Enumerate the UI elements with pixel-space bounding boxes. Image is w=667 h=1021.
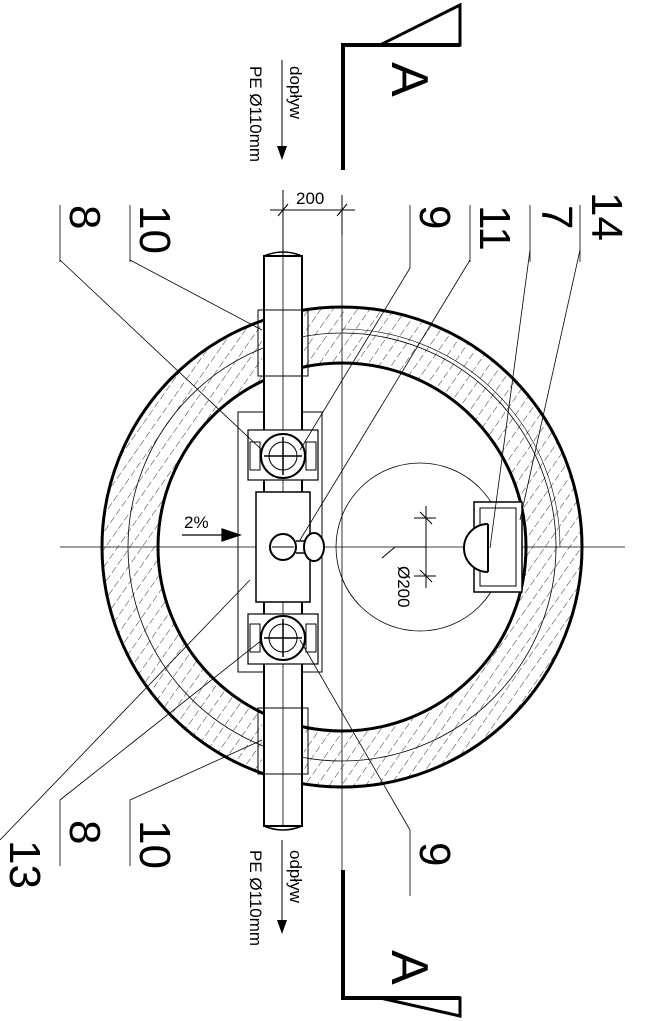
valve-top bbox=[247, 429, 319, 481]
leader-lines bbox=[0, 205, 581, 896]
callout-top-7: 7 bbox=[532, 205, 581, 229]
slope-label: 2% bbox=[184, 513, 209, 532]
offset-dim-label: 200 bbox=[296, 189, 324, 208]
callout-top-11: 11 bbox=[470, 205, 519, 251]
sump-diameter-label: Ø200 bbox=[394, 566, 413, 608]
section-label-bottom: A bbox=[380, 950, 438, 985]
callout-top-8: 8 bbox=[60, 205, 109, 229]
outflow-label: odpływ bbox=[286, 850, 305, 904]
section-marker-top: A bbox=[341, 2, 462, 170]
section-marker-bottom: A bbox=[341, 870, 462, 1018]
inflow-label: dopływ bbox=[286, 66, 305, 120]
outflow-pipe-spec: PE Ø110mm bbox=[246, 850, 265, 946]
callout-top-9: 9 bbox=[410, 205, 459, 229]
outflow-annotation: odpływ PE Ø110mm bbox=[246, 840, 305, 946]
callout-bottom-13: 13 bbox=[0, 840, 49, 889]
callout-top-10: 10 bbox=[130, 205, 179, 254]
callout-top-14: 14 bbox=[582, 192, 631, 241]
dim-offset bbox=[270, 190, 355, 255]
slope-arrow bbox=[182, 528, 242, 542]
callout-bottom-9: 9 bbox=[410, 842, 459, 866]
dim-sump-diameter bbox=[381, 506, 436, 588]
callout-bottom-8: 8 bbox=[60, 820, 109, 844]
callout-bottom-10: 10 bbox=[130, 820, 179, 869]
center-lines bbox=[60, 210, 625, 890]
valve-bottom bbox=[247, 613, 319, 665]
inflow-annotation: dopływ PE Ø110mm bbox=[246, 60, 305, 162]
tee-fitting bbox=[269, 532, 325, 562]
sump-pit bbox=[463, 501, 523, 593]
inflow-pipe-spec: PE Ø110mm bbox=[246, 66, 265, 162]
section-label-top: A bbox=[380, 62, 438, 97]
